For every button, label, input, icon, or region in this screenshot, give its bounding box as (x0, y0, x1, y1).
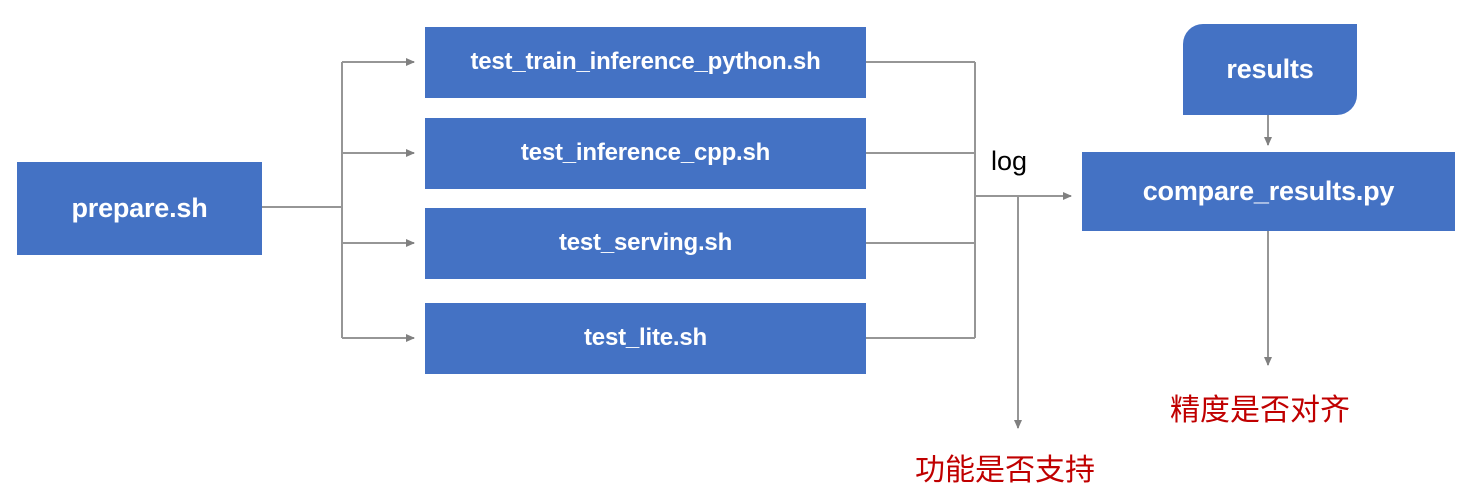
edge-prepare-to-trunk (262, 62, 343, 338)
node-prepare-sh-label: prepare.sh (71, 192, 208, 223)
edge-label-log: log (991, 146, 1028, 176)
annotation-function-support: 功能是否支持 (915, 453, 1095, 488)
node-compare-results-py-label: compare_results.py (1142, 175, 1395, 206)
node-test-train-inference-python-sh[interactable]: test_train_inference_python.sh (425, 27, 866, 98)
node-test-serving-sh[interactable]: test_serving.sh (425, 208, 866, 279)
annotation-precision-aligned: 精度是否对齐 (1170, 393, 1350, 428)
node-results-label: results (1226, 53, 1314, 84)
node-results[interactable]: results (1183, 24, 1357, 115)
node-test-lite-sh-label: test_lite.sh (584, 324, 707, 352)
node-test-inference-cpp-sh-label: test_inference_cpp.sh (520, 139, 771, 167)
node-compare-results-py[interactable]: compare_results.py (1082, 152, 1455, 231)
node-test-train-inference-python-sh-label: test_train_inference_python.sh (470, 48, 821, 76)
node-test-lite-sh[interactable]: test_lite.sh (425, 303, 866, 374)
node-prepare-sh[interactable]: prepare.sh (17, 162, 262, 255)
node-test-inference-cpp-sh[interactable]: test_inference_cpp.sh (425, 118, 866, 189)
node-test-serving-sh-label: test_serving.sh (558, 229, 733, 257)
